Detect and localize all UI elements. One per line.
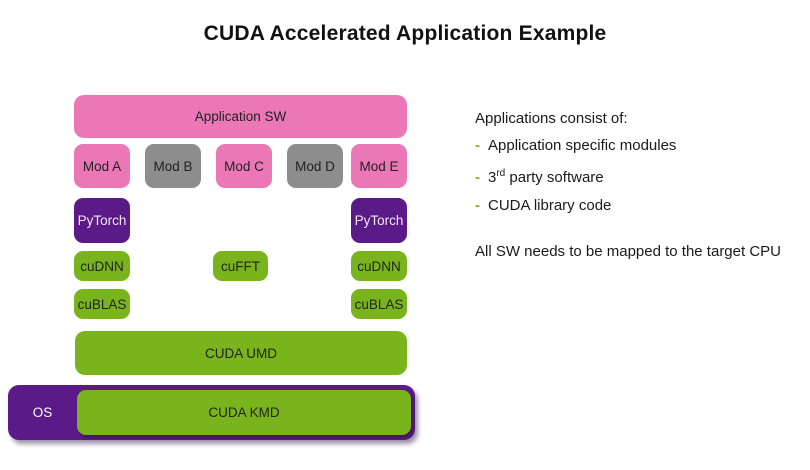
cufft-block: cuFFT	[213, 251, 268, 281]
bullet-text: CUDA library code	[488, 197, 612, 214]
cuda-umd-label: CUDA UMD	[204, 345, 277, 361]
module-label: Mod B	[153, 158, 193, 174]
bullet-dash: -	[475, 197, 480, 214]
cudnn-label: cuDNN	[357, 258, 401, 274]
pytorch-label: PyTorch	[354, 213, 404, 228]
os-block: OS CUDA KMD	[8, 385, 415, 440]
module-label: Mod A	[82, 158, 122, 174]
cublas-block-left: cuBLAS	[74, 289, 130, 319]
module-label: Mod E	[359, 158, 399, 174]
bullet-text: Application specific modules	[488, 137, 677, 154]
os-label: OS	[32, 405, 53, 420]
module-block-mod-b: Mod B	[145, 144, 201, 188]
bullet-third-party-software: - 3rd party software	[475, 165, 805, 187]
cufft-label: cuFFT	[221, 258, 260, 274]
bullet-dash: -	[475, 137, 480, 154]
cudnn-label: cuDNN	[80, 258, 124, 274]
bullet-application-specific-modules: - Application specific modules	[475, 137, 805, 155]
module-block-mod-c: Mod C	[216, 144, 272, 188]
pytorch-block-right: PyTorch	[351, 198, 407, 243]
pytorch-block-left: PyTorch	[74, 198, 130, 243]
pytorch-label: PyTorch	[77, 213, 127, 228]
application-sw-block: Application SW	[74, 95, 407, 138]
bullet-text: 3rd party software	[488, 168, 604, 186]
module-block-mod-d: Mod D	[287, 144, 343, 188]
notes-panel: Applications consist of: - Application s…	[475, 110, 805, 225]
bullet-dash: -	[475, 169, 480, 186]
cudnn-block-left: cuDNN	[74, 251, 130, 281]
cublas-label: cuBLAS	[354, 296, 404, 312]
cublas-block-right: cuBLAS	[351, 289, 407, 319]
application-sw-label: Application SW	[194, 109, 287, 124]
cudnn-block-right: cuDNN	[351, 251, 407, 281]
notes-heading: Applications consist of:	[475, 110, 628, 127]
page-title: CUDA Accelerated Application Example	[203, 22, 607, 45]
module-block-mod-a: Mod A	[74, 144, 130, 188]
module-label: Mod D	[295, 158, 335, 174]
cuda-umd-block: CUDA UMD	[75, 331, 407, 375]
module-label: Mod C	[224, 158, 264, 174]
cuda-kmd-block: CUDA KMD	[77, 390, 411, 435]
cuda-kmd-label: CUDA KMD	[208, 405, 280, 420]
cublas-label: cuBLAS	[77, 296, 127, 312]
module-block-mod-e: Mod E	[351, 144, 407, 188]
footer-note: All SW needs to be mapped to the target …	[475, 243, 781, 260]
ordinal-suffix: rd	[496, 168, 506, 179]
bullet-cuda-library-code: - CUDA library code	[475, 197, 805, 215]
